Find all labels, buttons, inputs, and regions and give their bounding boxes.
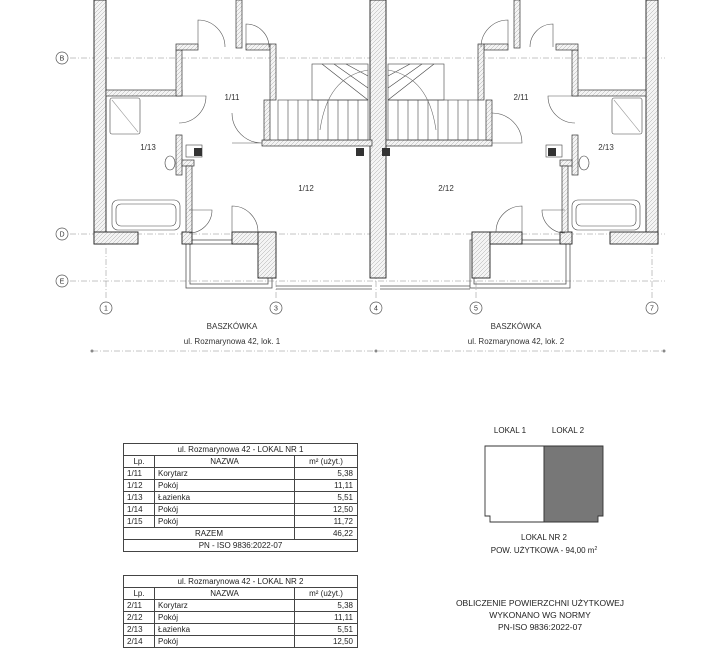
cell-area: 11,72 <box>294 515 358 528</box>
room-label-1-12: 1/12 <box>298 184 314 193</box>
cell-lp: 1/14 <box>123 503 155 516</box>
cell-name: Łazienka <box>154 491 295 504</box>
key-caption: LOKAL NR 2 <box>521 533 567 542</box>
cell-area: 12,50 <box>294 503 358 516</box>
cell-area: 5,51 <box>294 623 358 636</box>
door-swings <box>178 19 576 234</box>
walls <box>93 0 659 279</box>
room-label-2-11: 2/11 <box>514 93 530 102</box>
bathroom-fixtures <box>109 97 643 231</box>
cell-lp: 2/13 <box>123 623 155 636</box>
caption-left-title: BASZKÓWKA <box>207 322 258 331</box>
table-row: 1/11 Korytarz 5,38 <box>123 467 358 480</box>
vent-shafts <box>194 148 556 156</box>
key-lokal-2-shape <box>543 445 604 523</box>
caption-right-title: BASZKÓWKA <box>491 322 542 331</box>
svg-text:POW. UŻYTKOWA - 94,00 m2: POW. UŻYTKOWA - 94,00 m2 <box>491 546 598 555</box>
interior-walls <box>105 0 647 233</box>
cell-name: Pokój <box>154 479 295 492</box>
table-row: 1/12 Pokój 11,11 <box>123 479 358 492</box>
staircase-left <box>277 63 369 141</box>
note-line-3: PN-ISO 9836:2022-07 <box>497 622 583 632</box>
table-norm: PN - ISO 9836:2022-07 <box>123 539 358 552</box>
cell-name: Pokój <box>154 635 295 648</box>
table-total-row: RAZEM 46,22 <box>123 527 358 540</box>
axis-label-5: 5 <box>474 306 478 313</box>
axis-label-b: B <box>60 56 65 63</box>
calculation-note: OBLICZENIE POWIERZCHNI UŻYTKOWEJ WYKONAN… <box>440 597 640 633</box>
cell-name: Korytarz <box>154 467 295 480</box>
header-name: NAZWA <box>154 587 295 600</box>
cell-name: Łazienka <box>154 623 295 636</box>
header-lp: Lp. <box>123 455 155 468</box>
total-value: 46,22 <box>294 527 358 540</box>
note-line-1: OBLICZENIE POWIERZCHNI UŻYTKOWEJ <box>455 598 625 608</box>
cell-area: 12,50 <box>294 635 358 648</box>
room-label-2-13: 2/13 <box>598 143 614 152</box>
lokal-key-diagram: LOKAL 1 LOKAL 2 LOKAL NR 2 POW. UŻYTKOWA… <box>484 426 604 555</box>
header-area: m² (użyt.) <box>294 455 358 468</box>
cell-area: 5,38 <box>294 599 358 612</box>
cell-lp: 1/13 <box>123 491 155 504</box>
header-lp: Lp. <box>123 587 155 600</box>
cell-area: 5,51 <box>294 491 358 504</box>
axis-label-d: D <box>59 232 64 239</box>
cell-lp: 1/15 <box>123 515 155 528</box>
key-label-lokal-2: LOKAL 2 <box>552 426 585 435</box>
table-caption: ul. Rozmarynowa 42 - LOKAL NR 1 <box>123 443 358 456</box>
caption-left-address: ul. Rozmarynowa 42, lok. 1 <box>184 337 281 346</box>
cell-name: Pokój <box>154 611 295 624</box>
cell-lp: 1/12 <box>123 479 155 492</box>
cell-area: 11,11 <box>294 611 358 624</box>
room-label-1-11: 1/11 <box>225 93 241 102</box>
cell-lp: 2/12 <box>123 611 155 624</box>
cell-area: 5,38 <box>294 467 358 480</box>
cell-name: Pokój <box>154 503 295 516</box>
header-area: m² (użyt.) <box>294 587 358 600</box>
key-label-lokal-1: LOKAL 1 <box>494 426 527 435</box>
axis-label-3: 3 <box>274 306 278 313</box>
total-label: RAZEM <box>123 527 295 540</box>
key-area: POW. UŻYTKOWA - 94,00 m <box>491 546 595 555</box>
area-table-lokal-2: ul. Rozmarynowa 42 - LOKAL NR 2 Lp. NAZW… <box>123 575 358 648</box>
axis-label-1: 1 <box>104 306 108 313</box>
axis-label-7: 7 <box>650 306 654 313</box>
table-row: 1/13 Łazienka 5,51 <box>123 491 358 504</box>
table-row: 2/11 Korytarz 5,38 <box>123 599 358 612</box>
axis-label-4: 4 <box>374 306 378 313</box>
axis-bubbles <box>55 51 659 315</box>
note-line-2: WYKONANO WG NORMY <box>489 610 591 620</box>
cell-lp: 1/11 <box>123 467 155 480</box>
key-lokal-1-shape <box>484 445 545 523</box>
cell-name: Korytarz <box>154 599 295 612</box>
cell-lp: 2/14 <box>123 635 155 648</box>
table-row: 2/12 Pokój 11,11 <box>123 611 358 624</box>
staircase-right <box>387 63 479 141</box>
room-label-2-12: 2/12 <box>438 184 454 193</box>
header-name: NAZWA <box>154 455 295 468</box>
cell-lp: 2/11 <box>123 599 155 612</box>
floor-plan: B D E 1 3 4 5 7 <box>55 0 666 353</box>
key-area-sup: 2 <box>594 546 597 552</box>
axis-label-e: E <box>60 279 65 286</box>
cell-name: Pokój <box>154 515 295 528</box>
caption-right-address: ul. Rozmarynowa 42, lok. 2 <box>468 337 565 346</box>
table-row: 2/13 Łazienka 5,51 <box>123 623 358 636</box>
cell-area: 11,11 <box>294 479 358 492</box>
table-row: 1/14 Pokój 12,50 <box>123 503 358 516</box>
table-row: 2/14 Pokój 12,50 <box>123 635 358 648</box>
area-table-lokal-1: ul. Rozmarynowa 42 - LOKAL NR 1 Lp. NAZW… <box>123 443 358 552</box>
room-label-1-13: 1/13 <box>140 143 156 152</box>
table-caption: ul. Rozmarynowa 42 - LOKAL NR 2 <box>123 575 358 588</box>
table-row: 1/15 Pokój 11,72 <box>123 515 358 528</box>
